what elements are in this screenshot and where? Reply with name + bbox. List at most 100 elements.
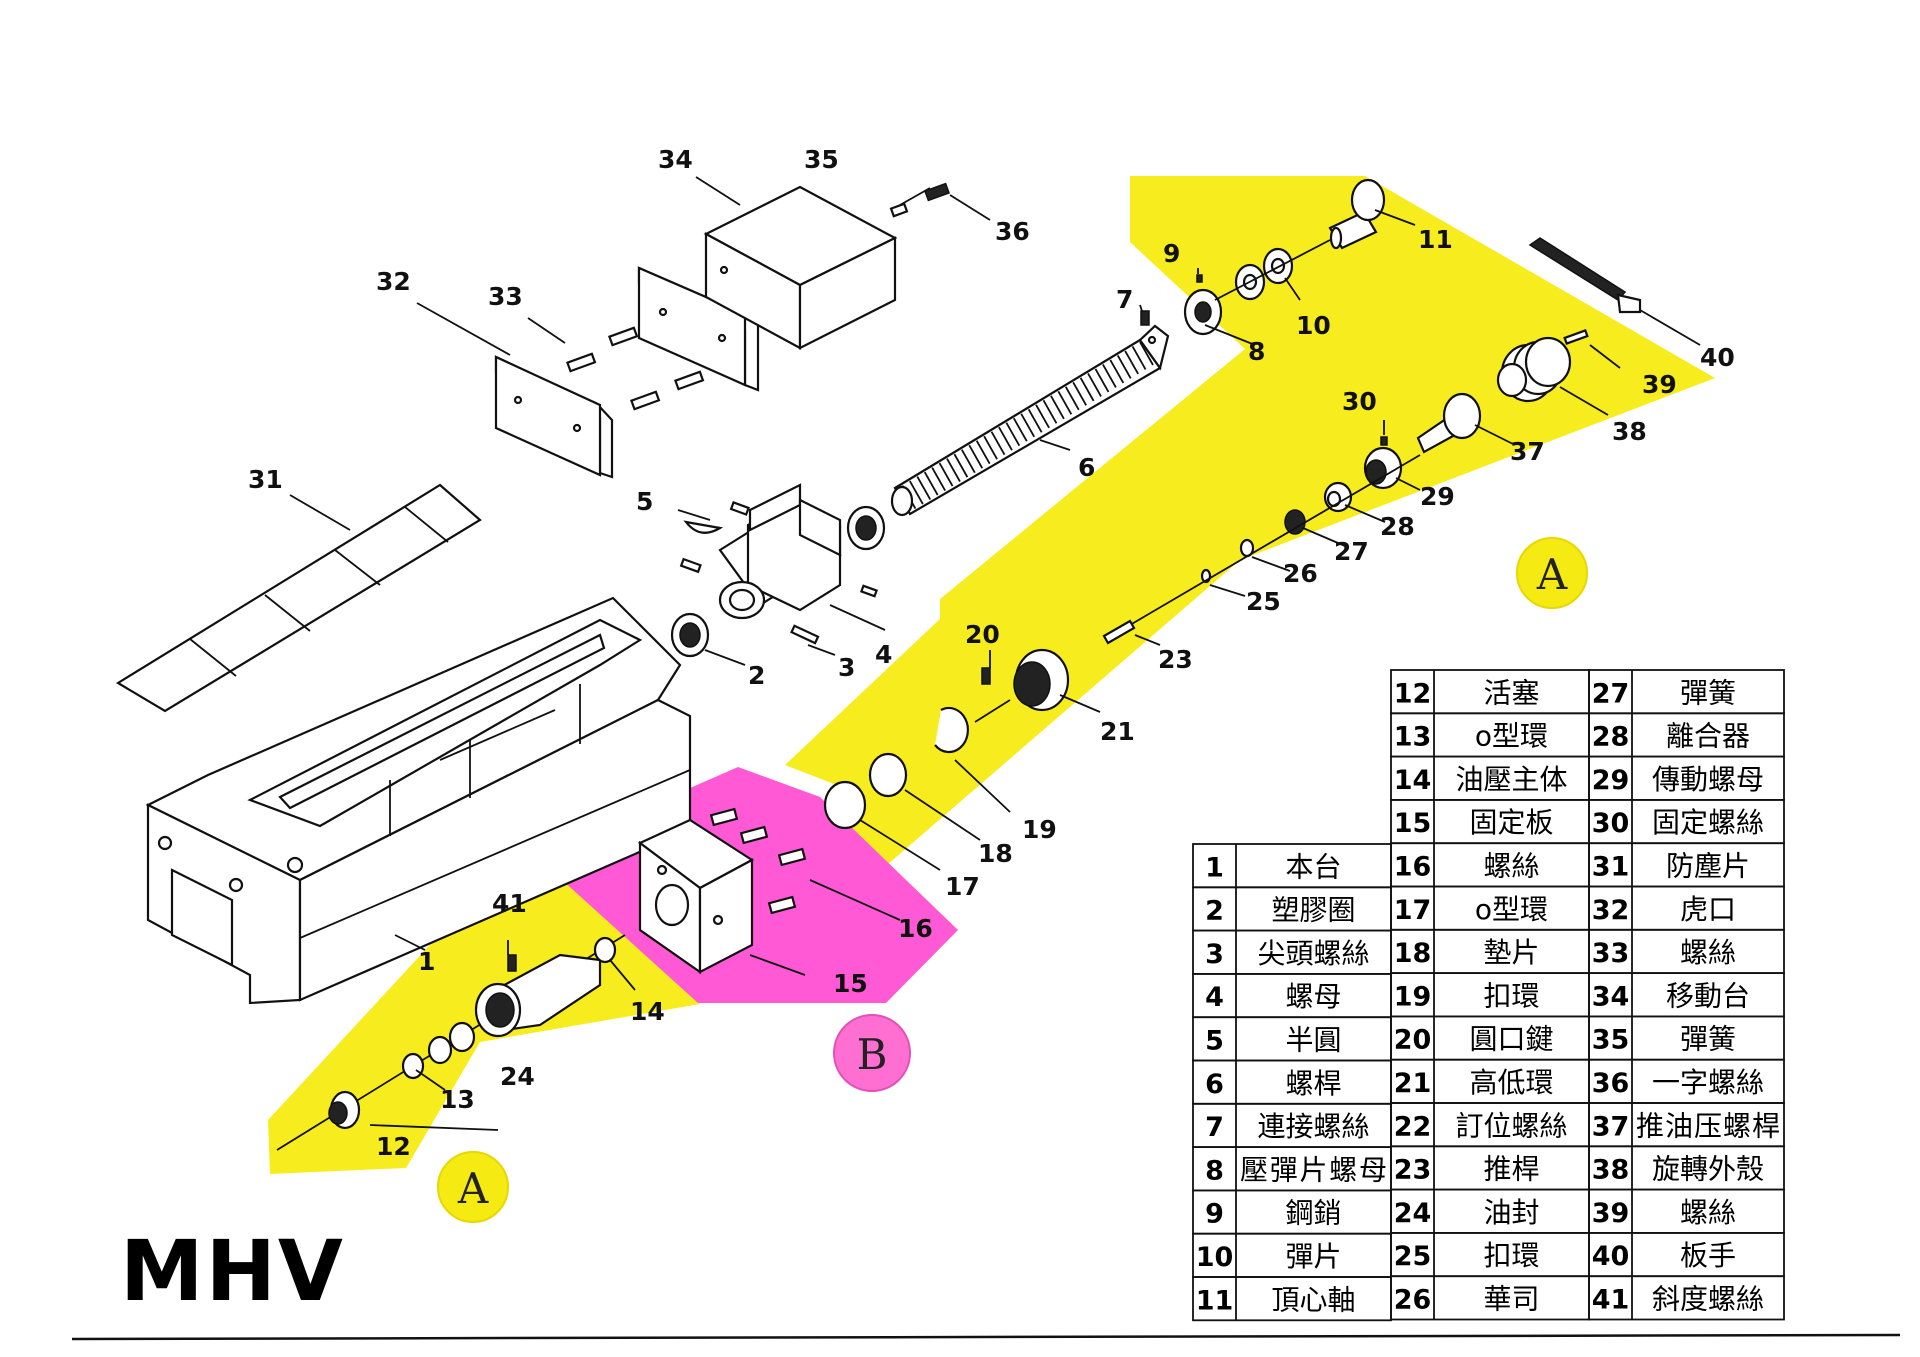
parts-table-number: 29 (1592, 765, 1630, 796)
shaft-axis-middle (1129, 454, 1421, 626)
callout-16: 16 (898, 914, 933, 943)
screw-thread (1057, 390, 1073, 415)
screw-thread (975, 440, 991, 465)
parts-table-name: 鋼銷 (1285, 1197, 1341, 1230)
callout-8: 8 (1248, 337, 1265, 366)
parts-table-name: 螺母 (1285, 980, 1341, 1013)
parts-table-number: 18 (1394, 938, 1432, 969)
parts-table-name: 彈片 (1285, 1240, 1341, 1273)
screw-thread (990, 431, 1006, 456)
parts-table-name: 旋轉外殼 (1652, 1153, 1764, 1186)
callout-32: 32 (376, 267, 411, 296)
parts-table-number: 22 (1394, 1111, 1432, 1142)
rotating-shell-38 (1496, 336, 1572, 403)
screw-thread (1005, 422, 1021, 447)
push-rod-23 (1102, 619, 1136, 645)
wrench-40 (1528, 237, 1642, 314)
push-screw-37 (1416, 392, 1482, 454)
parts-table-name: 油封 (1483, 1196, 1539, 1229)
parts-table-cell (1588, 1275, 1785, 1321)
callout-20: 20 (965, 620, 1000, 649)
svg-text:A: A (1536, 550, 1568, 599)
callout-3: 3 (838, 653, 855, 682)
parts-table-name: 螺絲 (1680, 936, 1736, 969)
screw-36 (923, 182, 951, 202)
nut-block (718, 483, 842, 620)
lead-screw (890, 324, 1170, 517)
screw-thread (953, 453, 969, 478)
callout-36: 36 (995, 217, 1030, 246)
parts-table-number: 8 (1205, 1155, 1224, 1186)
parts-table-number: 5 (1205, 1026, 1224, 1057)
jaw-plate-32 (494, 355, 614, 479)
o-ring-17 (823, 780, 867, 830)
parts-table-name: 斜度螺絲 (1652, 1283, 1764, 1316)
screw-thread (1013, 417, 1028, 442)
callout-numbers: 1 2 3 4 5 6 7 8 9 10 11 12 13 14 15 16 1… (248, 145, 1735, 1161)
leader-lines (289, 176, 1701, 1131)
pin-a (729, 501, 750, 516)
callout-19: 19 (1022, 815, 1057, 844)
bottom-rule (71, 1333, 1901, 1341)
parts-table-number: 16 (1394, 852, 1432, 883)
key-20 (981, 667, 991, 685)
parts-table-name: 扣環 (1483, 979, 1539, 1012)
parts-table-number: 36 (1592, 1068, 1630, 1099)
parts-table-number: 1 (1205, 852, 1224, 883)
parts-table-name: 壓彈片螺母 (1240, 1153, 1387, 1186)
parts-table-name: 塑膠圈 (1271, 894, 1355, 927)
parts-table-number: 24 (1394, 1198, 1432, 1229)
screw-thread (1035, 404, 1050, 429)
callout-6: 6 (1078, 453, 1095, 482)
callout-21: 21 (1100, 717, 1135, 746)
callout-31: 31 (248, 465, 283, 494)
callout-12: 12 (376, 1132, 411, 1161)
callout-41: 41 (492, 889, 527, 918)
parts-table-number: 34 (1592, 981, 1630, 1012)
callout-26: 26 (1283, 559, 1318, 588)
screw-thread (946, 458, 961, 483)
plastic-ring-screw (846, 505, 886, 551)
parts-table-number: 27 (1592, 678, 1630, 709)
screw-thread (1094, 368, 1110, 393)
zone-a-lower-label: A (437, 1151, 509, 1223)
parts-table-name: 防塵片 (1666, 850, 1750, 883)
parts-table-number: 38 (1592, 1155, 1630, 1186)
parts-table-name: 離合器 (1666, 720, 1750, 753)
piston-12 (328, 1090, 361, 1130)
fix-screw-30 (1380, 436, 1388, 446)
callout-39: 39 (1642, 370, 1677, 399)
parts-table-name: 一字螺絲 (1652, 1066, 1764, 1099)
screw-thread (923, 471, 939, 496)
screw-thread (1042, 399, 1058, 424)
circlip-19 (934, 706, 969, 754)
parts-table-name: 推桿 (1483, 1153, 1539, 1186)
callout-15: 15 (833, 969, 868, 998)
screw-thread (1020, 413, 1035, 438)
parts-table-name: 圓口鍵 (1469, 1023, 1553, 1056)
callout-40: 40 (1700, 343, 1735, 372)
parts-table-name: 推油压螺桿 (1636, 1109, 1780, 1142)
shaft-axis-upper (1214, 239, 1331, 301)
parts-table-number: 30 (1592, 808, 1630, 839)
parts-table-number: 19 (1394, 981, 1432, 1012)
parts-table-name: 油壓主体 (1455, 763, 1567, 796)
screw-thread (1102, 363, 1117, 388)
parts-table-name: 板手 (1680, 1239, 1736, 1272)
callout-5: 5 (636, 487, 653, 516)
parts-table-name: 高低環 (1469, 1066, 1553, 1099)
callout-17: 17 (945, 872, 980, 901)
parts-table-number: 15 (1394, 808, 1432, 839)
parts-table-number: 33 (1592, 938, 1630, 969)
parts-table-number: 28 (1592, 722, 1630, 753)
parts-table-number: 3 (1205, 939, 1224, 970)
parts-table-name: o型環 (1475, 720, 1548, 753)
base-body (145, 596, 692, 1005)
screw-thread (909, 480, 924, 505)
callout-14: 14 (630, 997, 665, 1026)
callout-29: 29 (1420, 482, 1455, 511)
o-ring-13 (401, 1052, 425, 1080)
callout-27: 27 (1334, 537, 1369, 566)
dust-cover (115, 483, 482, 713)
